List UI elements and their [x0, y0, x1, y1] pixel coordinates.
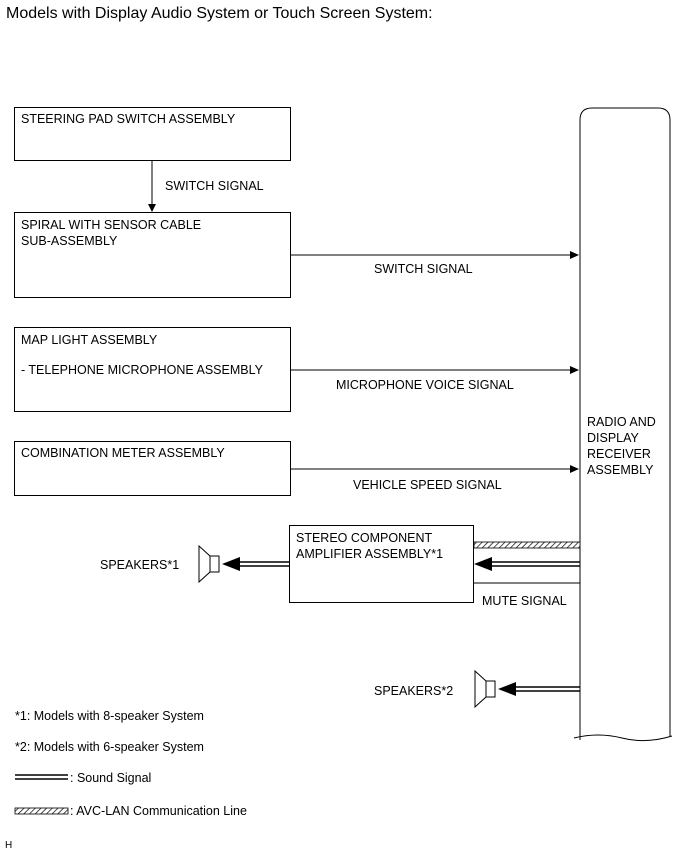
switch-signal-vertical-arrowhead	[148, 204, 156, 212]
microphone-signal-arrowhead	[570, 366, 579, 374]
radio-receiver-label-4: ASSEMBLY	[587, 463, 654, 477]
note-6-speaker: *2: Models with 6-speaker System	[15, 740, 204, 754]
steering-pad-switch-box: STEERING PAD SWITCH ASSEMBLY	[14, 107, 291, 161]
speakers2-label: SPEAKERS*2	[374, 684, 454, 698]
speaker2-icon-cone	[474, 669, 487, 709]
legend-avc-swatch	[14, 807, 69, 815]
amplifier-label-1: STEREO COMPONENT	[296, 531, 433, 545]
radio-receiver-label-1: RADIO AND	[587, 415, 656, 429]
radio-receiver-label-3: RECEIVER	[587, 447, 651, 461]
steering-pad-switch-label: STEERING PAD SWITCH ASSEMBLY	[21, 112, 236, 126]
vehicle-speed-signal-label: VEHICLE SPEED SIGNAL	[353, 478, 502, 492]
speaker1-icon-cone	[198, 544, 211, 584]
sound-signal-arrowhead-speakers1	[222, 557, 240, 571]
spiral-cable-label-2: SUB-ASSEMBLY	[21, 234, 118, 248]
vehicle-speed-signal-arrowhead	[570, 465, 579, 473]
footer-mark: H	[5, 840, 13, 851]
avc-lan-line	[473, 541, 581, 549]
amplifier-label-2: AMPLIFIER ASSEMBLY*1	[296, 547, 444, 561]
map-light-box: MAP LIGHT ASSEMBLY - TELEPHONE MICROPHON…	[14, 327, 291, 412]
speakers1-label: SPEAKERS*1	[100, 558, 180, 572]
amplifier-box: STEREO COMPONENT AMPLIFIER ASSEMBLY*1	[289, 525, 474, 603]
microphone-signal-label: MICROPHONE VOICE SIGNAL	[336, 378, 514, 392]
mute-signal-label: MUTE SIGNAL	[482, 594, 567, 608]
legend-avc-label: : AVC-LAN Communication Line	[70, 804, 247, 818]
map-light-label-2: - TELEPHONE MICROPHONE ASSEMBLY	[21, 363, 263, 377]
spiral-cable-label-1: SPIRAL WITH SENSOR CABLE	[21, 218, 202, 232]
speaker2-icon-body	[485, 680, 496, 698]
legend-sound-label: : Sound Signal	[70, 771, 152, 785]
combination-meter-box: COMBINATION METER ASSEMBLY	[14, 441, 291, 496]
combination-meter-label: COMBINATION METER ASSEMBLY	[21, 446, 225, 460]
map-light-label-1: MAP LIGHT ASSEMBLY	[21, 333, 158, 347]
switch-signal-label-1: SWITCH SIGNAL	[165, 179, 264, 193]
radio-receiver-box-outline	[579, 107, 671, 740]
radio-receiver-break-line	[573, 734, 673, 742]
spiral-cable-box: SPIRAL WITH SENSOR CABLE SUB-ASSEMBLY	[14, 212, 291, 298]
sound-signal-arrowhead-amplifier	[474, 557, 492, 571]
speaker1-icon-body	[209, 555, 220, 573]
switch-signal-label-2: SWITCH SIGNAL	[374, 262, 473, 276]
note-8-speaker: *1: Models with 8-speaker System	[15, 709, 204, 723]
spiral-signal-arrowhead	[570, 251, 579, 259]
sound-signal-arrowhead-speakers2	[498, 682, 516, 696]
radio-receiver-label-2: DISPLAY	[587, 431, 639, 445]
page-title: Models with Display Audio System or Touc…	[6, 5, 433, 22]
